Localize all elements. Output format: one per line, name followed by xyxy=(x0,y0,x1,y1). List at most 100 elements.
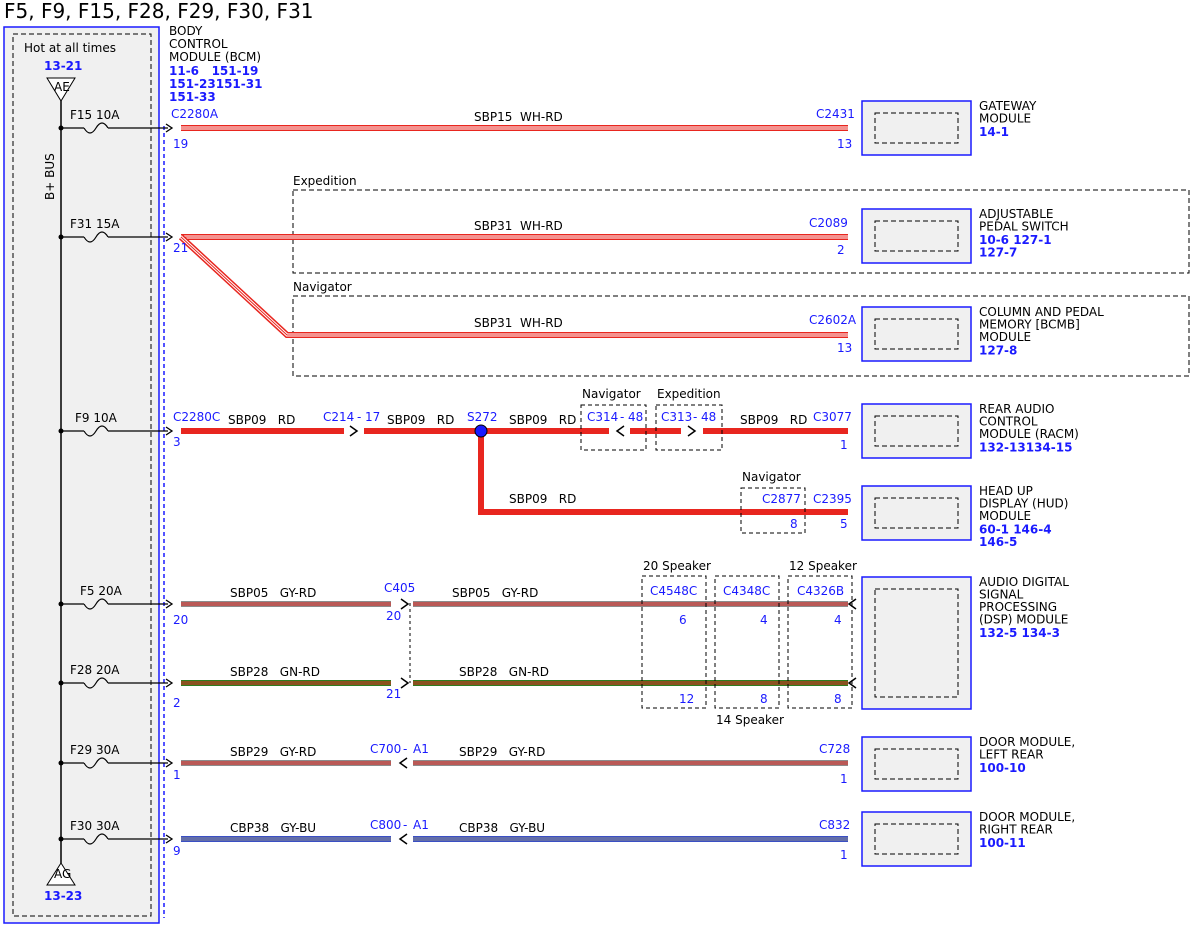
hud-name-line: MODULE xyxy=(979,509,1031,523)
dsp-20-variant: 20 Speaker xyxy=(643,559,711,573)
sbp09-wire-label-c: SBP09 RD xyxy=(509,413,576,427)
bcmb-name-line: MEMORY [BCMB] xyxy=(979,318,1080,332)
hud-name-line: DISPLAY (HUD) xyxy=(979,497,1068,511)
c313-variant-label: Expedition xyxy=(657,387,721,401)
cbp38-wire-label-b: CBP38 GY-BU xyxy=(459,821,545,835)
c800-arrow-icon xyxy=(398,833,408,845)
fuse-icon xyxy=(83,598,109,610)
c313-label: C313 xyxy=(661,410,692,424)
sbp31-nav-wire-core xyxy=(180,236,848,336)
dsp-pin-arrow-icon xyxy=(847,677,857,689)
fuse-label: F30 30A xyxy=(70,819,120,833)
dsp-module-inner xyxy=(874,588,959,698)
connector-ag-icon xyxy=(46,862,76,886)
pedal-ref-line: 10-6 127-1 xyxy=(979,233,1052,247)
door_lr-module xyxy=(861,736,972,792)
c2280a-label: C2280A xyxy=(171,107,219,121)
c4548c-pin-top: 6 xyxy=(679,613,687,627)
bcm-pin-3: 3 xyxy=(173,435,181,449)
c2395-label: C2395 xyxy=(813,492,852,506)
c4348c-label: C4348C xyxy=(723,584,770,598)
door_lr-name-line: DOOR MODULE, xyxy=(979,735,1075,749)
dsp-pin-arrow-icon xyxy=(847,598,857,610)
bcm-pin-arrow-icon xyxy=(165,426,174,436)
c314-label: C314 xyxy=(587,410,618,424)
sbp15-wire-label: SBP15 WH-RD xyxy=(474,110,563,124)
connector-ag-label: AG xyxy=(54,867,71,881)
c4348c-pin-top: 4 xyxy=(760,613,768,627)
bcmb-module xyxy=(861,306,972,362)
racm-name-line: MODULE (RACM) xyxy=(979,427,1079,441)
sbp09-branch-wire-label: SBP09 RD xyxy=(509,492,576,506)
cbp38-wire-label-a: CBP38 GY-BU xyxy=(230,821,316,835)
navigator-region-label: Navigator xyxy=(293,280,352,294)
bcm-pin-20: 20 xyxy=(173,613,188,627)
s272-splice-icon xyxy=(474,424,488,438)
bcm-name-line: CONTROL xyxy=(169,37,228,51)
c214-dash: - xyxy=(357,410,361,424)
c214-arrow-icon xyxy=(349,425,359,437)
c405-pin: 20 xyxy=(386,609,401,623)
sbp09-wire-label-a: SBP09 RD xyxy=(228,413,295,427)
c405-pin-21: 21 xyxy=(386,687,401,701)
sbp28-wire-label-b: SBP28 GN-RD xyxy=(459,665,549,679)
c313-dash: - xyxy=(693,410,697,424)
c314-variant-label: Navigator xyxy=(582,387,641,401)
fuse-icon xyxy=(83,425,109,437)
c2602a-label: C2602A xyxy=(809,313,857,327)
c728-label: C728 xyxy=(819,742,850,756)
bcm-pin-9: 9 xyxy=(173,844,181,858)
bcm-pin-2: 2 xyxy=(173,696,181,710)
gateway-module-inner xyxy=(874,112,959,144)
bcmb-ref-line: 127-8 xyxy=(979,344,1017,358)
expedition-region xyxy=(292,189,1190,274)
c314-pin: 48 xyxy=(628,410,643,424)
c4326b-pin-top: 4 xyxy=(834,613,842,627)
bcmb-module-inner xyxy=(874,318,959,350)
bcm-pin-arrow-icon xyxy=(165,123,174,133)
fuse-label: F9 10A xyxy=(75,411,118,425)
c832-label: C832 xyxy=(819,818,850,832)
racm-name-line: REAR AUDIO xyxy=(979,402,1055,416)
dsp-14-box xyxy=(714,575,780,709)
fuse-icon xyxy=(83,833,109,845)
gateway-ref-line: 14-1 xyxy=(979,125,1009,139)
fuse-box-top-ref: 13-21 xyxy=(44,59,82,73)
c700-arrow-icon xyxy=(398,757,408,769)
bcm-ref-line: 151-33 xyxy=(169,90,216,104)
door_rr-ref-line: 100-11 xyxy=(979,836,1026,850)
bcmb-pin: 13 xyxy=(837,341,852,355)
connector-labels: C2280A 19 SBP15 WH-RD C2431 13 21 SBP31 … xyxy=(171,107,857,862)
bcm-pin-21: 21 xyxy=(173,241,188,255)
racm-pin: 1 xyxy=(840,438,848,452)
sbp28-wire-label-a: SBP28 GN-RD xyxy=(230,665,320,679)
c800-pin: A1 xyxy=(413,818,429,832)
fuse-box: Hot at all times 13-21 AE B+ BUS AG 13-2… xyxy=(3,26,160,924)
pedal-name-line: ADJUSTABLE xyxy=(979,207,1054,221)
bcm-ref-line: 11-6 151-19 xyxy=(169,64,258,78)
c405-arrow-icon xyxy=(400,677,410,689)
dsp-14-variant: 14 Speaker xyxy=(716,713,784,727)
c405-arrow-icon xyxy=(400,598,410,610)
fuse-box-caption: Hot at all times xyxy=(24,41,116,55)
sbp09-wire-label-d: SBP09 RD xyxy=(740,413,807,427)
door_lr-ref-line: 100-10 xyxy=(979,761,1026,775)
racm-module xyxy=(861,403,972,459)
bcm-name-line: BODY xyxy=(169,24,203,38)
c2877-box xyxy=(740,487,806,534)
door_lr-module-inner xyxy=(874,748,959,780)
dsp-name-line: (DSP) MODULE xyxy=(979,613,1068,627)
bcm-pin-arrow-icon xyxy=(165,834,174,844)
gateway-pin: 13 xyxy=(837,137,852,151)
dsp-12-variant: 12 Speaker xyxy=(789,559,857,573)
expedition-region-label: Expedition xyxy=(293,174,357,188)
inline-connector-boxes: Navigator Expedition Navigator xyxy=(409,387,853,709)
bcmb-name-line: MODULE xyxy=(979,330,1031,344)
fuse-label: F28 20A xyxy=(70,663,120,677)
fuse-box-bottom-ref: 13-23 xyxy=(44,889,82,903)
fuse-label: F15 10A xyxy=(70,108,120,122)
gateway-module xyxy=(861,100,972,156)
bcm-pin-arrow-icon xyxy=(165,758,174,768)
c2089-label: C2089 xyxy=(809,216,848,230)
c4326b-label: C4326B xyxy=(797,584,844,598)
